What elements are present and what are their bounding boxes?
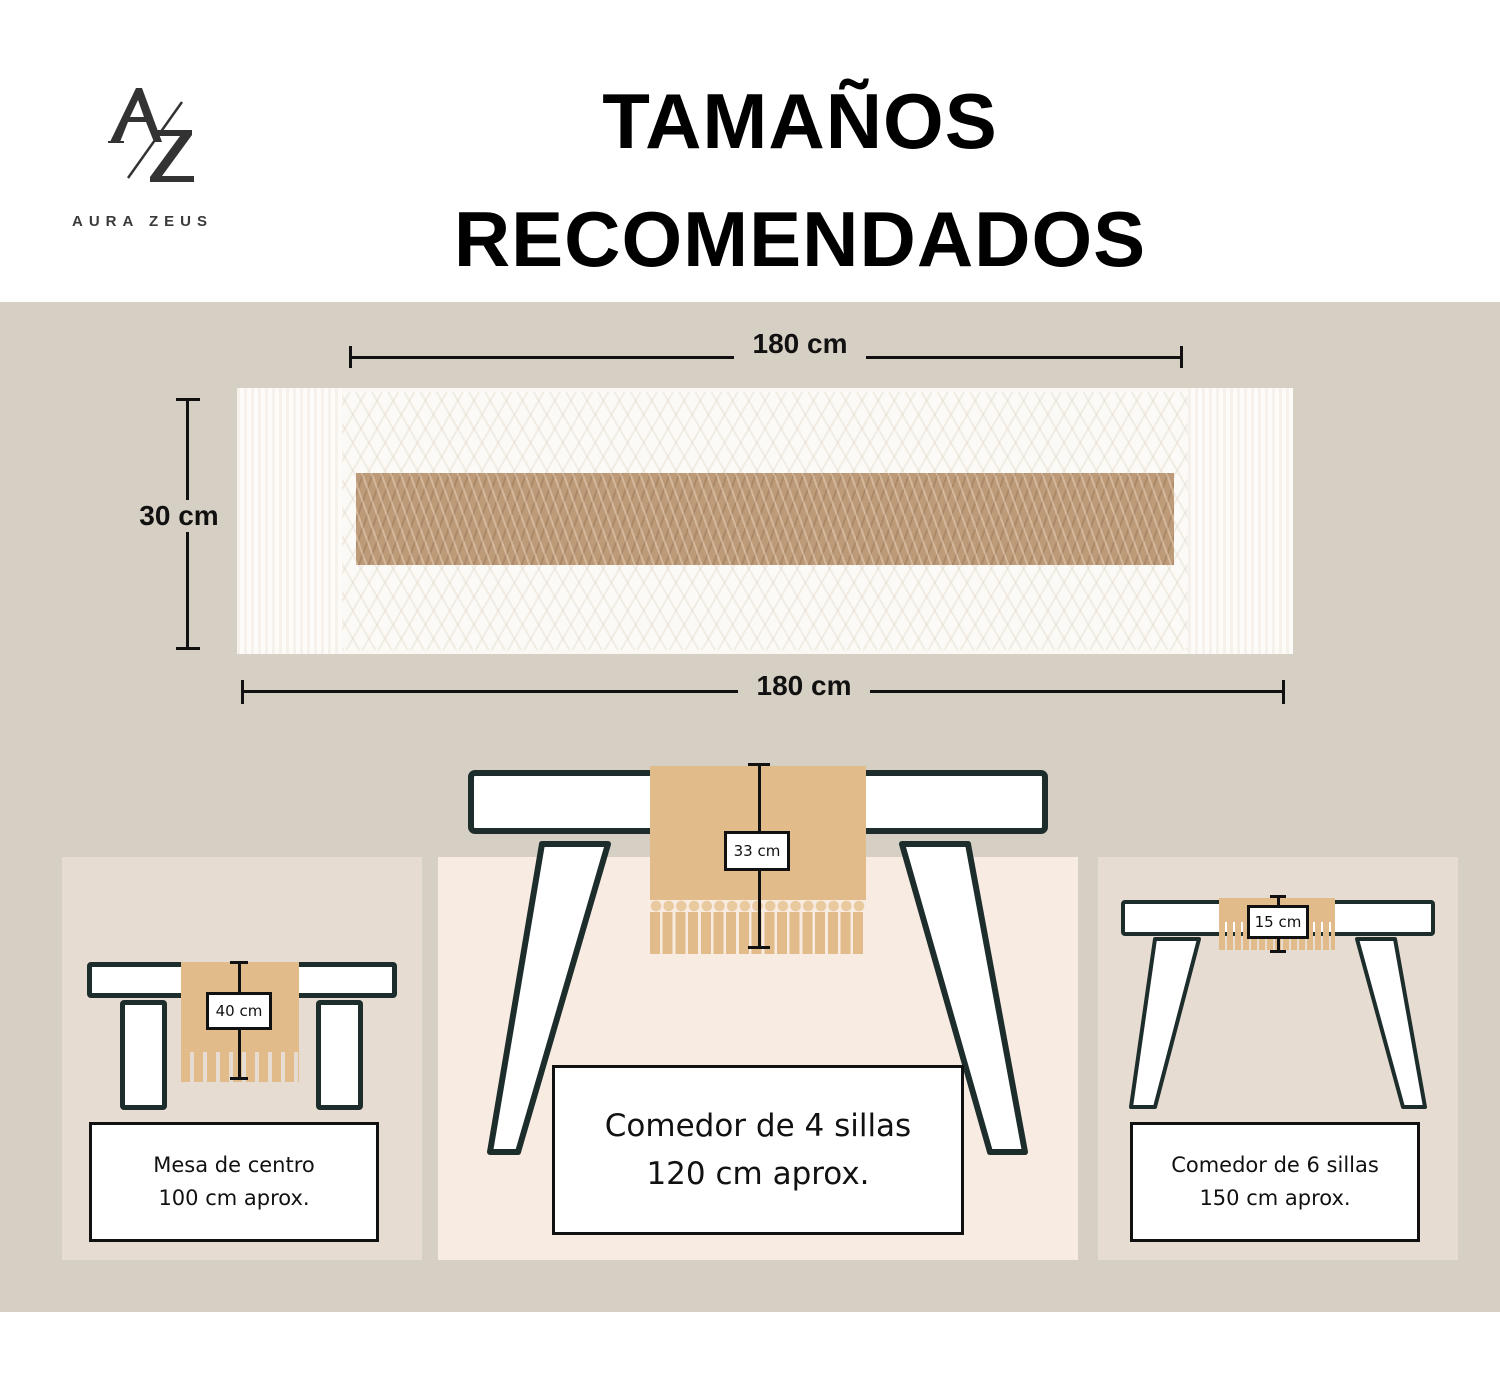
width-tick-bottom [176, 647, 200, 650]
bottom-length-tick-right [1282, 680, 1285, 704]
coffee-table-leg-left [120, 1000, 167, 1110]
top-length-tick-right [1180, 346, 1183, 368]
coffee-table-drop-cap-top [230, 961, 248, 964]
coffee-table-caption: Mesa de centro 100 cm aprox. [89, 1122, 379, 1242]
dining-6-drop-label: 15 cm [1247, 905, 1309, 939]
bottom-length-label: 180 cm [738, 670, 870, 702]
runner-fringe-left [237, 388, 342, 654]
dining-6-drop-cap-top [1270, 895, 1286, 898]
top-length-label: 180 cm [734, 328, 866, 360]
page-title: TAMAÑOS RECOMENDADOS [340, 62, 1260, 298]
coffee-table-leg-right [316, 1000, 363, 1110]
az-monogram-icon [108, 88, 194, 182]
brand-logo-monogram [100, 80, 210, 190]
title-line-2: RECOMENDADOS [453, 195, 1147, 283]
width-tick-top [176, 398, 200, 401]
coffee-table-caption-name: Mesa de centro [153, 1153, 315, 1177]
dining-6-drop-cap-bottom [1270, 950, 1286, 953]
dining-4-caption: Comedor de 4 sillas 120 cm aprox. [552, 1065, 964, 1235]
dining-4-drop-label: 33 cm [724, 831, 790, 871]
coffee-table-drop-cap-bottom [230, 1077, 248, 1080]
bottom-length-tick-left [241, 680, 244, 704]
coffee-table-drop-label: 40 cm [206, 992, 272, 1030]
dining-4-caption-name: Comedor de 4 sillas [604, 1108, 912, 1144]
dining-6-caption-size: 150 cm aprox. [1199, 1186, 1351, 1210]
coffee-table-caption-size: 100 cm aprox. [158, 1186, 310, 1210]
dining-6-caption: Comedor de 6 sillas 150 cm aprox. [1130, 1122, 1420, 1242]
dining-4-caption-size: 120 cm aprox. [646, 1156, 870, 1192]
runner-center-stripe [356, 473, 1174, 565]
width-label: 30 cm [126, 500, 232, 532]
brand-name: AURA ZEUS [72, 213, 213, 230]
runner-fringe-right [1188, 388, 1293, 654]
dining-6-caption-name: Comedor de 6 sillas [1171, 1153, 1379, 1177]
top-length-tick-left [349, 346, 352, 368]
dining-4-drop-cap-bottom [748, 946, 770, 949]
title-line-1: TAMAÑOS [602, 77, 998, 165]
dining-4-drop-cap-top [748, 763, 770, 766]
dining-6-table-legs-icon [1129, 937, 1427, 1109]
dining-4-table-legs-icon [487, 841, 1028, 1155]
